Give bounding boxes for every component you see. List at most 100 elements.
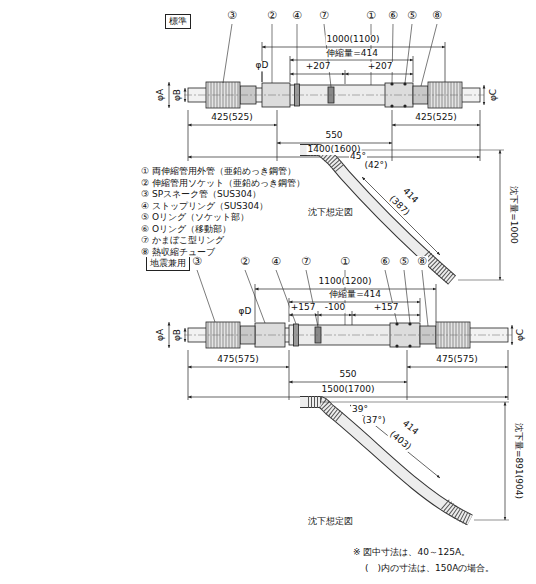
dimension-label: φC: [489, 88, 499, 102]
dimension-line: [318, 315, 352, 316]
note: ※ 図中寸法は、40～125A。: [352, 548, 471, 558]
dimension-label: φC: [516, 328, 526, 342]
dimension-label: φA: [156, 328, 166, 342]
dimension-line: [289, 382, 407, 383]
dimension-line: [188, 110, 189, 161]
leader-line: [272, 24, 273, 83]
leader-line: [297, 24, 298, 84]
note: ( )内の寸法は、150Aの場合。: [364, 564, 495, 574]
callout-number: ③: [191, 256, 203, 268]
snake-tube: [308, 402, 340, 418]
bellows-rib: [235, 82, 236, 108]
parts-list-item: ④ ストップリング（SUS304）: [140, 202, 269, 212]
dimension-label: 1100(1200): [318, 277, 373, 287]
dimension-label: 伸縮量=414: [328, 290, 382, 300]
dimension-line: [500, 150, 501, 280]
o-ring: [390, 104, 393, 107]
dimension-label: (37°): [362, 416, 387, 426]
callout-number: ④: [291, 10, 303, 22]
dimension-line: [345, 74, 413, 75]
dimension-line: [185, 88, 186, 102]
leader-line: [197, 270, 215, 322]
dimension-label: 1000(1100): [326, 35, 381, 45]
dimension-line: [289, 350, 290, 400]
dimension-line: [262, 72, 263, 82]
dimension-line: [392, 110, 393, 161]
dimension-line: [318, 311, 319, 325]
dimension-label: 425(525): [414, 113, 457, 123]
dimension-label: -100: [324, 303, 346, 313]
dimension-label: φD: [238, 307, 253, 317]
figure-caption: 沈下想定図: [307, 517, 354, 527]
dimension-label: φD: [255, 61, 270, 71]
dimension-label: (42°): [364, 161, 389, 171]
dimension-label: φB: [173, 88, 183, 102]
o-ring: [408, 344, 411, 347]
dimension-line: [352, 315, 420, 316]
dimension-line: [289, 315, 318, 316]
settled-pipe: [300, 150, 452, 280]
callout-number: ⑧: [431, 10, 443, 22]
parts-list-item: ① 両伸縮管用外管（亜鉛めっき鋼管）: [140, 167, 297, 177]
parts-list-item: ② 伸縮管用ソケット（亜鉛めっき鋼管）: [140, 179, 306, 189]
dimension-label: φA: [156, 88, 166, 102]
dimension-label: 475(575): [216, 355, 259, 365]
snake-tube: [445, 504, 470, 520]
leader-line: [421, 24, 437, 86]
callout-number: ⑥: [387, 10, 399, 22]
dimension-line: [188, 397, 508, 398]
dimension-label: 39°: [351, 405, 369, 415]
callout-number: ③: [226, 10, 238, 22]
o-ring: [395, 344, 398, 347]
center-line: [184, 95, 484, 96]
center-line: [184, 335, 512, 336]
dimension-line: [436, 284, 437, 322]
figure-caption: 沈下想定図: [307, 208, 354, 218]
dimension-line: [290, 56, 291, 82]
dimension-line: [505, 402, 506, 520]
bellows-rib: [211, 322, 212, 348]
leader-line: [223, 24, 232, 83]
bellows-rib: [211, 82, 212, 108]
dimension-line: [277, 143, 392, 144]
dimension-line: [169, 82, 170, 108]
extension-line: [474, 520, 509, 521]
leader-line: [385, 270, 397, 323]
dimension-label: φB: [173, 328, 183, 342]
parts-list-item: ⑧ 熱収縮チューブ: [140, 248, 216, 258]
dimension-label: 沈下量=891(904): [513, 422, 523, 500]
dimension-line: [290, 74, 345, 75]
leader-line: [422, 270, 428, 326]
extension-line: [458, 280, 504, 281]
dimension-label: 550: [338, 370, 357, 380]
o-ring: [403, 104, 406, 107]
dimension-label: 414: [399, 418, 420, 438]
dimension-line: [188, 367, 289, 368]
leader-line: [405, 24, 412, 83]
dimension-line: [413, 56, 414, 82]
snake-tube: [425, 255, 452, 280]
bellows-rib: [235, 322, 236, 348]
dimension-label: 1500(1700): [321, 385, 376, 395]
dimension-label: +207: [367, 62, 394, 72]
leader-line: [306, 270, 318, 327]
callout-number: ②: [239, 256, 251, 268]
extension-line: [320, 402, 509, 403]
dimension-line: [407, 350, 408, 400]
settled-pipe: [300, 402, 470, 520]
dimension-line: [484, 85, 485, 105]
parts-list-item: ⑥ Oリング（移動部）: [140, 225, 232, 235]
settled-pipe: [300, 402, 470, 520]
section-tag: 標準: [165, 14, 191, 29]
dimension-line: [445, 42, 446, 82]
bellows-rib: [445, 82, 446, 108]
callout-number: ⑦: [318, 10, 330, 22]
callout-number: ⑤: [398, 256, 410, 268]
bellows-rib: [459, 322, 460, 348]
dimension-line: [362, 177, 440, 255]
dimension-line: [352, 311, 353, 325]
dimension-line: [262, 47, 445, 48]
dimension-label: +157: [373, 303, 400, 313]
